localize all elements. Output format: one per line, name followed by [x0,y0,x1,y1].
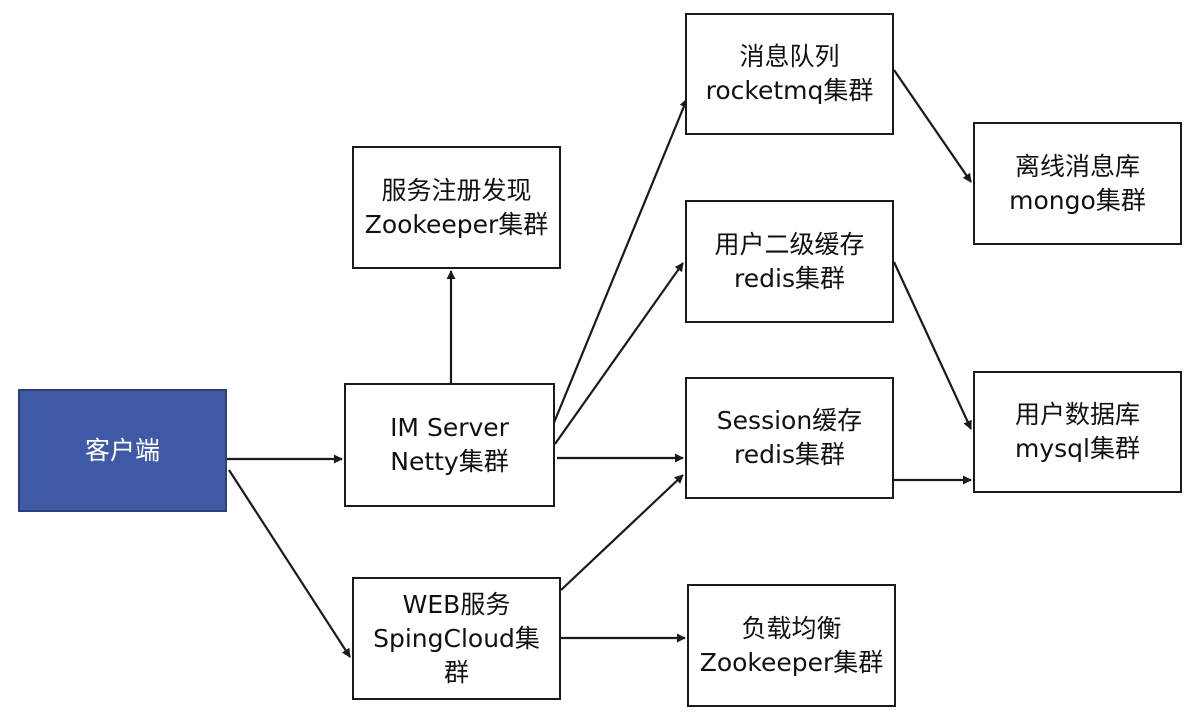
node-service-registry-line-2: Zookeeper集群 [364,209,549,239]
node-user-database-line-2: mysql集群 [1015,434,1140,463]
node-message-queue-line-1: 消息队列 [739,42,840,71]
node-load-balancer-line-1: 负载均衡 [741,613,842,643]
node-user-l2-cache-line-1: 用户二级缓存 [714,229,865,259]
node-im-server-line-2: Netty集群 [390,447,509,476]
node-session-cache-line-1: Session缓存 [716,406,863,435]
edge-im-mq [549,98,689,431]
node-offline-message-db-line-1: 离线消息库 [1014,151,1140,181]
node-im-server-line-1: IM Server [390,413,509,442]
node-service-registry: 服务注册发现 Zookeeper集群 [352,146,561,269]
edge-web-session [560,474,684,591]
node-user-database: 用户数据库 mysql集群 [973,371,1182,493]
node-load-balancer: 负载均衡 Zookeeper集群 [687,584,896,707]
node-im-server: IM Server Netty集群 [344,383,555,507]
node-web-service: WEB服务 SpingCloud集 群 [352,577,561,700]
node-web-service-line-1: WEB服务 [402,589,511,619]
node-session-cache: Session缓存 redis集群 [685,377,894,499]
node-offline-message-db: 离线消息库 mongo集群 [973,122,1182,245]
node-service-registry-line-1: 服务注册发现 [381,175,532,205]
node-offline-message-db-line-2: mongo集群 [1009,185,1146,215]
node-client-label: 客户端 [84,435,160,465]
node-load-balancer-line-2: Zookeeper集群 [699,647,884,677]
edge-im-l2cache [554,262,684,445]
edge-l2cache-userdb [893,261,972,430]
node-session-cache-line-2: redis集群 [734,440,845,469]
node-user-l2-cache-line-2: redis集群 [734,263,845,293]
edge-mq-offline [893,69,972,183]
node-web-service-line-2: SpingCloud集 [373,623,540,653]
node-web-service-line-3: 群 [443,657,469,687]
node-client: 客户端 [18,389,227,512]
node-user-l2-cache: 用户二级缓存 redis集群 [685,200,894,323]
node-message-queue-line-2: rocketmq集群 [705,76,874,105]
edge-client-web [228,469,351,658]
node-message-queue: 消息队列 rocketmq集群 [685,13,894,135]
node-user-database-line-1: 用户数据库 [1014,400,1140,429]
